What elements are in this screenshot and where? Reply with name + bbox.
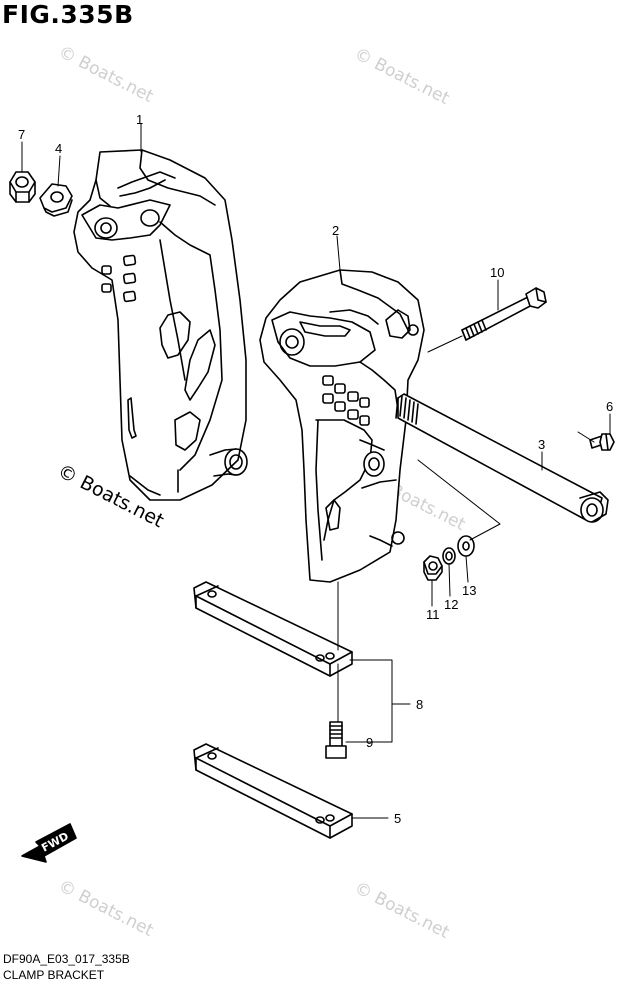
callout-13: 13 (462, 583, 476, 598)
callout-7: 7 (18, 127, 25, 142)
clamp-bracket-left-part (73, 149, 248, 501)
clamp-bracket-right-part (259, 269, 425, 583)
callout-2: 2 (332, 223, 339, 238)
callout-3: 3 (538, 437, 545, 452)
callout-4: 4 (55, 141, 62, 156)
nut-part-11 (423, 555, 443, 581)
leader-lines (21, 123, 611, 819)
plate-part-5 (193, 743, 353, 839)
callout-6: 6 (606, 399, 613, 414)
fwd-arrow-icon: FWD (21, 823, 77, 863)
callout-12: 12 (444, 597, 458, 612)
washer-part-12 (442, 547, 456, 565)
shaft-part-3 (395, 393, 609, 523)
bolt-part-9 (325, 721, 347, 759)
figure-name: CLAMP BRACKET (3, 968, 105, 982)
nut-part-7 (9, 171, 36, 203)
callout-11: 11 (426, 607, 440, 622)
callout-8: 8 (416, 697, 423, 712)
lock-plate-part-4 (39, 183, 73, 217)
figure-code: DF90A_E03_017_335B (3, 952, 130, 966)
callout-1: 1 (136, 112, 143, 127)
callout-5: 5 (394, 811, 401, 826)
callout-10: 10 (490, 265, 504, 280)
figure-title: FIG.335B (2, 0, 134, 29)
callout-9: 9 (366, 735, 373, 750)
plate-part-8 (193, 581, 353, 677)
bolt-part-10 (461, 287, 547, 341)
